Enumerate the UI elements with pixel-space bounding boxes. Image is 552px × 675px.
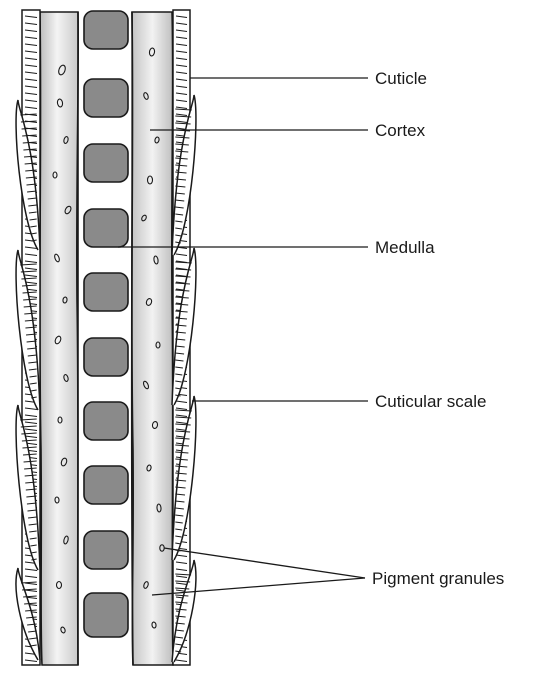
label-medulla: Medulla — [375, 238, 435, 257]
medulla-block — [84, 144, 128, 182]
medulla-block — [84, 531, 128, 569]
medulla-block — [84, 338, 128, 376]
medulla-blocks — [84, 11, 128, 637]
label-pigment-granules: Pigment granules — [372, 569, 504, 588]
medulla-channel-left-wall — [78, 12, 79, 665]
medulla-block — [84, 11, 128, 49]
label-cuticular-scale: Cuticular scale — [375, 392, 487, 411]
medulla-block — [84, 79, 128, 117]
cortex-right — [132, 12, 173, 665]
label-cortex: Cortex — [375, 121, 426, 140]
medulla-block — [84, 466, 128, 504]
cortex-left — [40, 12, 78, 665]
medulla-block — [84, 273, 128, 311]
medulla-block — [84, 402, 128, 440]
medulla-block — [84, 209, 128, 247]
medulla-block — [84, 593, 128, 637]
label-cuticle: Cuticle — [375, 69, 427, 88]
